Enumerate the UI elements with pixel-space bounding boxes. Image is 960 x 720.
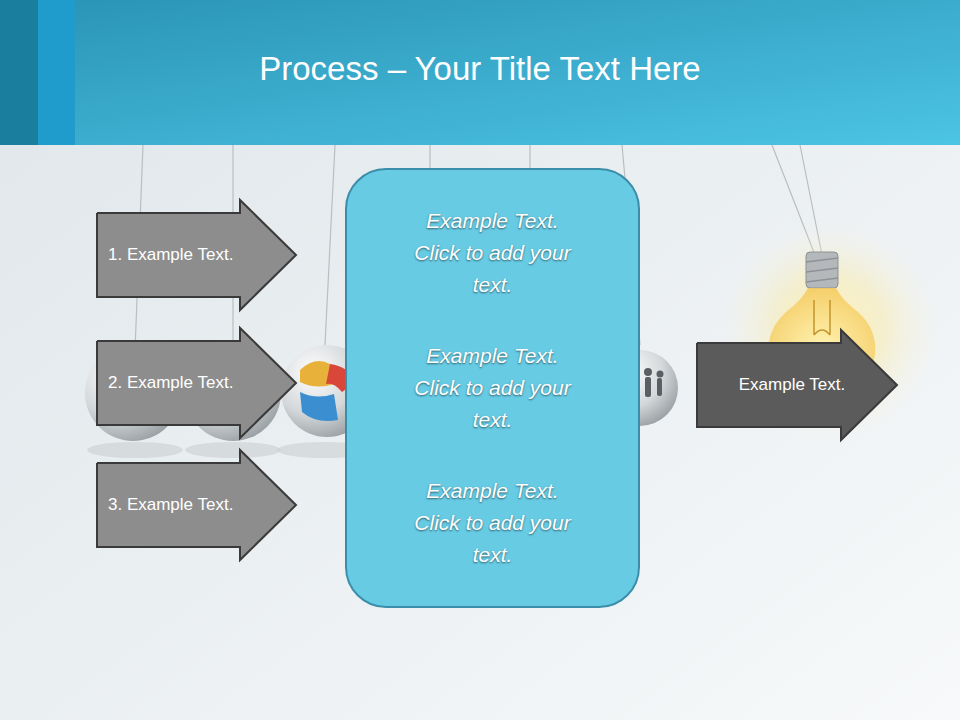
arrow-label: Example Text. [739, 375, 845, 395]
text-holder: Example Text. [696, 329, 898, 441]
panel-outline [346, 169, 639, 607]
process-arrow: Example Text. [696, 329, 898, 441]
panel-text: Example Text. Click to add your text. [410, 205, 575, 301]
process-arrow: 3. Example Text. [96, 449, 297, 561]
process-arrow: 2. Example Text. [96, 327, 297, 439]
panel-text: Example Text. Click to add your text. [410, 475, 575, 571]
panel-text: Example Text. Click to add your text. [410, 340, 575, 436]
arrow-outline [97, 450, 296, 560]
slide-title: Process – Your Title Text Here [0, 50, 960, 88]
arrow-label: 3. Example Text. [108, 495, 233, 515]
process-arrow: 1. Example Text. [96, 199, 297, 311]
process-panel: Example Text. Click to add your text. Exa… [345, 168, 640, 608]
arrow-label: 1. Example Text. [108, 245, 233, 265]
header-band [0, 0, 960, 145]
arrow-outline [97, 200, 296, 310]
text-holder: 1. Example Text. [96, 199, 297, 311]
text-holder: Example Text. Click to add your text. Exa… [345, 168, 640, 571]
arrow-outline [697, 330, 897, 440]
header-strip [0, 0, 38, 145]
arrow-label: 2. Example Text. [108, 373, 233, 393]
header-strip [38, 0, 75, 145]
arrow-outline [97, 328, 296, 438]
text-holder: 3. Example Text. [96, 449, 297, 561]
text-holder: 2. Example Text. [96, 327, 297, 439]
